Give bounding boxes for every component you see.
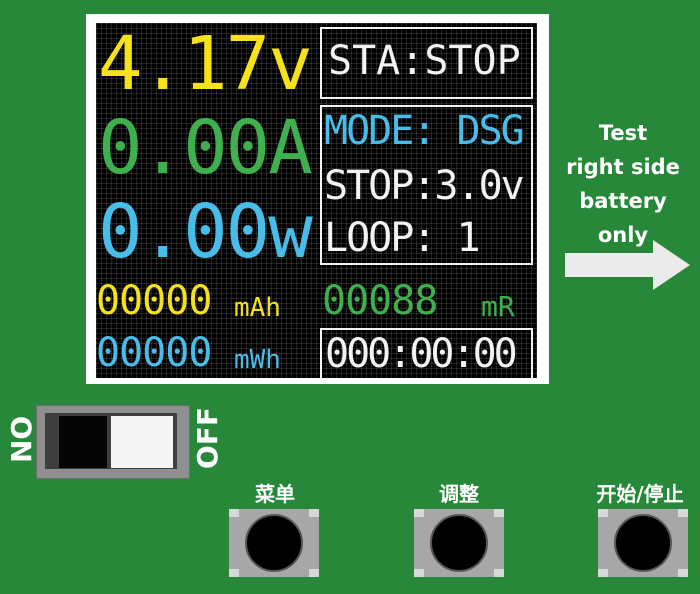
menu-button-cap[interactable] (245, 514, 303, 572)
status-text: STA:STOP (328, 38, 521, 84)
button-pin (414, 569, 424, 577)
capacity-readout: 00000 (96, 278, 212, 324)
switch-left-half (59, 416, 107, 468)
adjust-button-cap[interactable] (430, 514, 488, 572)
start-stop-button-cap[interactable] (614, 514, 672, 572)
button-pin (309, 509, 319, 517)
timer-box (320, 328, 533, 378)
button-pin (678, 509, 688, 517)
voltage-readout: 4.17v (98, 23, 313, 107)
button-pin (229, 569, 239, 577)
button-pin (494, 509, 504, 517)
energy-unit: mWh (234, 345, 281, 375)
test-note-line2: right side (566, 155, 680, 179)
mode-text: MODE: DSG (324, 108, 525, 154)
stop-voltage-text: STOP:3.0v (324, 163, 525, 209)
start-stop-button[interactable] (598, 509, 688, 577)
adjust-button-label: 调整 (439, 482, 479, 506)
capacity-unit: mAh (234, 293, 281, 323)
adjust-button[interactable] (414, 509, 504, 577)
switch-off-label: OFF (191, 406, 224, 469)
arrow-right-icon (565, 240, 690, 290)
status-box (320, 27, 533, 99)
resistance-readout: 00088 (322, 278, 438, 324)
current-readout: 0.00A (98, 105, 313, 191)
menu-button[interactable] (229, 509, 319, 577)
button-pin (598, 569, 608, 577)
loop-text: LOOP: 1 (324, 215, 481, 261)
switch-knob[interactable] (111, 416, 173, 468)
start-stop-button-label: 开始/停止 (596, 482, 684, 506)
energy-readout: 00000 (96, 330, 212, 376)
switch-track (45, 413, 177, 469)
switch-on-label: NO (5, 415, 38, 463)
button-pin (494, 569, 504, 577)
test-note-line1: Test (598, 121, 648, 145)
mode-box (320, 105, 533, 265)
power-readout: 0.00w (98, 189, 313, 275)
test-note-line3: battery (579, 189, 667, 213)
button-pin (598, 509, 608, 517)
resistance-unit: mR (481, 290, 515, 323)
test-note-line4: only (597, 223, 649, 247)
button-pin (309, 569, 319, 577)
power-switch[interactable] (36, 405, 190, 479)
button-pin (229, 509, 239, 517)
lcd-screen: 4.17v 0.00A 0.00w STA:STOP MODE: DSG STO… (96, 23, 537, 378)
timer-readout: 000:00:00 (325, 331, 518, 377)
test-note: Test right side battery only (553, 116, 693, 252)
button-pin (414, 509, 424, 517)
button-pin (678, 569, 688, 577)
menu-button-label: 菜单 (255, 482, 295, 506)
